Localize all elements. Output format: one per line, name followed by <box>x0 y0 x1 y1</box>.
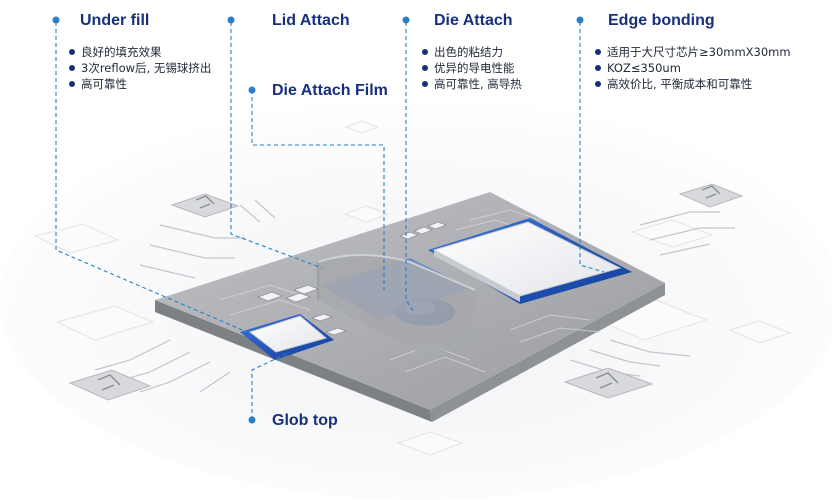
leader-glob-top <box>251 351 291 420</box>
label-dot <box>248 416 256 424</box>
label-dot <box>52 16 60 24</box>
pad-logo-icon <box>595 372 619 389</box>
die-attach-bullets: 出色的粘结力 优异的导电性能 高可靠性, 高导热 <box>421 44 522 92</box>
smd-component <box>310 313 334 322</box>
smd-component <box>412 226 434 235</box>
label-under-fill: Under fill <box>80 12 150 29</box>
label-dot <box>402 16 410 24</box>
tile <box>728 320 792 344</box>
circuit-traces <box>94 199 735 393</box>
bullet-item: 高可靠性 <box>68 76 211 92</box>
tile <box>396 431 464 456</box>
leader-lid-attach <box>230 22 323 269</box>
bullet-item: 优异的导电性能 <box>421 60 522 76</box>
label-die-attach-film: Die Attach Film <box>272 82 388 99</box>
label-dot <box>248 86 256 94</box>
smd-component <box>426 221 448 230</box>
smd-component <box>398 231 420 240</box>
label-glob-top: Glob top <box>272 412 338 429</box>
substrate-front <box>430 283 665 422</box>
bullet-item: 高效价比, 平衡成本和可靠性 <box>594 76 791 92</box>
edge-bonding-bullets: 适用于大尺寸芯片≥30mmX30mm KOZ≤350um 高效价比, 平衡成本和… <box>594 44 791 92</box>
large-die <box>428 218 632 304</box>
bullet-item: 出色的粘结力 <box>421 44 522 60</box>
lid-assembly <box>317 254 476 358</box>
label-dot <box>576 16 584 24</box>
bullet-item: 良好的填充效果 <box>68 44 211 60</box>
smd-component <box>324 327 348 336</box>
label-lid-attach: Lid Attach <box>272 12 350 29</box>
leader-die-attach-film <box>251 90 385 290</box>
pad <box>563 367 654 399</box>
bullet-item: 适用于大尺寸芯片≥30mmX30mm <box>594 44 791 60</box>
smd-components <box>256 221 448 336</box>
label-dot <box>227 16 235 24</box>
label-edge-bonding: Edge bonding <box>608 12 715 29</box>
tile <box>343 205 389 223</box>
bullet-item: 高可靠性, 高导热 <box>421 76 522 92</box>
label-dots <box>52 16 584 424</box>
pad-logo-icon <box>195 195 215 209</box>
tile <box>33 223 120 254</box>
leader-lines <box>55 22 605 420</box>
under-fill-bullets: 良好的填充效果 3次reflow后, 无锡球挤出 高可靠性 <box>68 44 211 92</box>
pad-logo-icons <box>97 185 721 391</box>
pad-logo-icon <box>97 374 121 391</box>
leader-under-fill <box>55 22 248 333</box>
bullet-item: KOZ≤350um <box>594 60 791 76</box>
pad-logo-icon <box>701 185 721 199</box>
lid-wall <box>318 255 475 358</box>
leader-edge-bonding <box>579 22 605 273</box>
smd-component <box>284 292 312 303</box>
tile <box>55 305 155 341</box>
pad <box>68 369 152 401</box>
smd-component <box>256 291 284 302</box>
tile <box>630 219 714 248</box>
glob-top-component <box>240 314 334 360</box>
bullet-item: 3次reflow后, 无锡球挤出 <box>68 60 211 76</box>
leader-die-attach <box>405 22 415 313</box>
substrate-side <box>155 300 432 422</box>
tile <box>344 120 380 134</box>
label-die-attach: Die Attach <box>434 12 513 29</box>
